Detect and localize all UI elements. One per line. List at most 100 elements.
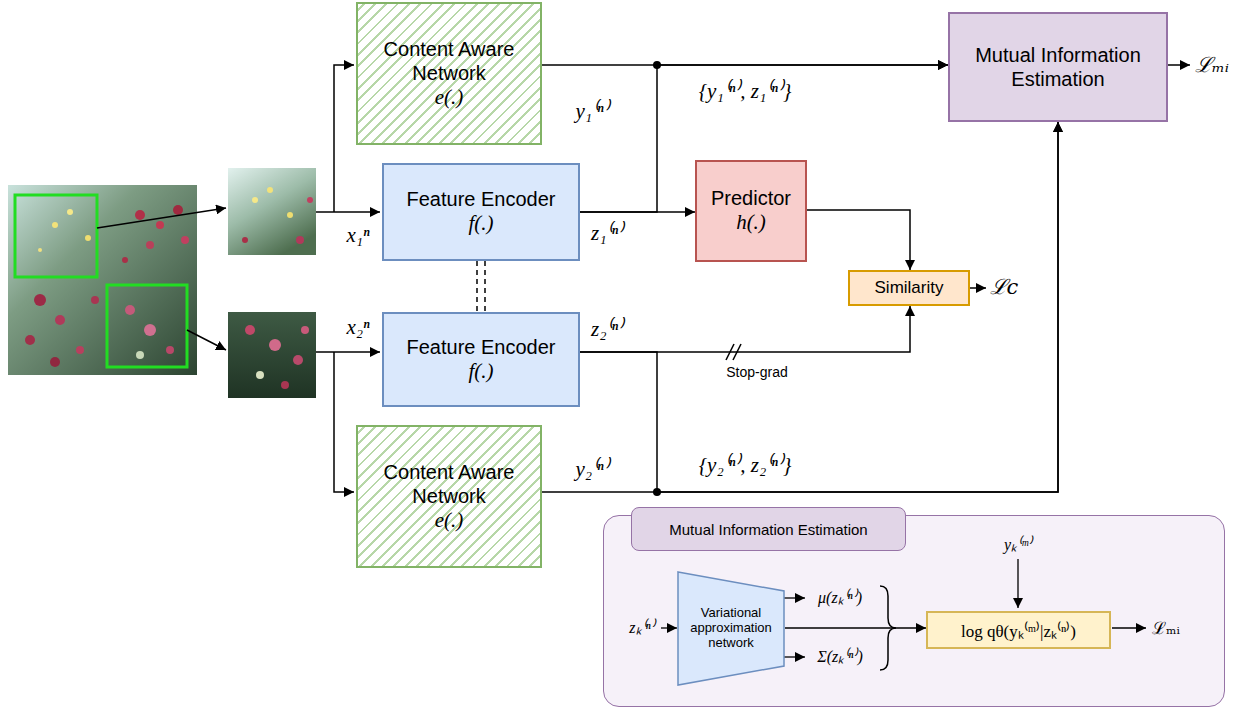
source-photo — [76, 346, 84, 354]
source-photo — [38, 248, 42, 252]
box-label: Content Aware Network — [374, 37, 524, 85]
flow-arrow — [580, 306, 910, 352]
edge-label: {y₁⁽ⁿ⁾, z₁⁽ⁿ⁾} — [696, 79, 795, 104]
input-arrow — [316, 351, 380, 353]
function-label: h(.) — [736, 210, 766, 235]
flow-arrow — [807, 210, 910, 270]
source-photo — [136, 351, 144, 359]
source-photo — [25, 205, 189, 367]
box-label: log qθ(yₖ⁽ᵐ⁾|zₖ⁽ⁿ⁾) — [961, 619, 1076, 642]
source-photo — [146, 241, 154, 249]
view-crop — [281, 381, 289, 389]
source-photo — [173, 205, 183, 215]
panel-arrow — [1017, 559, 1018, 608]
loss-symbol: ℒₘᵢ — [1195, 53, 1229, 78]
view-crop — [256, 371, 264, 379]
variable-label: yₖ⁽ᵐ⁾ — [1004, 535, 1032, 554]
variable-label: x₂ⁿ — [346, 315, 369, 340]
source-photo — [144, 324, 156, 336]
variable-label: x₁ⁿ — [346, 223, 369, 248]
source-photo — [125, 305, 135, 315]
flow-arrow — [580, 211, 695, 213]
view-crop — [242, 187, 313, 244]
source-photo — [67, 209, 73, 215]
input-arrow — [334, 352, 354, 492]
encoder-box: Feature Encoderf(.) — [382, 312, 580, 407]
source-photo — [107, 285, 187, 367]
similarity-box: Similarity — [848, 270, 970, 306]
view-crop — [296, 236, 304, 244]
view-crop — [245, 325, 255, 335]
crop-pointer — [97, 208, 226, 350]
variable-label: μ(zₖ⁽ⁿ⁾) — [818, 588, 862, 607]
box-label: Mutual Information Estimation — [631, 507, 906, 551]
network-box: Content Aware Networke(.) — [356, 2, 542, 145]
function-label: f(.) — [468, 211, 493, 236]
view-crop — [269, 339, 281, 351]
trapezoid-network: Variational approximation network — [677, 571, 785, 686]
source-photo — [50, 357, 60, 367]
input-arrow — [334, 65, 354, 212]
source-photo — [8, 185, 197, 375]
view-crop — [228, 168, 316, 255]
box-label: Content Aware Network — [374, 460, 524, 508]
flow-arrow — [580, 65, 948, 212]
detail-panel: Mutual Information EstimationVariational… — [603, 515, 1225, 707]
panel-arrow — [784, 656, 805, 657]
function-label: f(.) — [468, 359, 493, 384]
view-crop — [228, 312, 316, 398]
source-photo — [91, 296, 99, 304]
view-crop — [301, 326, 309, 334]
source-photo — [25, 335, 35, 345]
source-photo — [156, 221, 164, 229]
likelihood-box: log qθ(yₖ⁽ᵐ⁾|zₖ⁽ⁿ⁾) — [926, 611, 1111, 649]
panel-arrow — [661, 559, 1146, 657]
box-label: Feature Encoder — [407, 335, 556, 359]
trapezoid-outline — [678, 572, 784, 685]
variable-label: Σ(zₖ⁽ⁿ⁾) — [817, 647, 862, 666]
view-crop — [287, 212, 293, 218]
source-photo — [181, 236, 189, 244]
function-label: e(.) — [435, 85, 464, 110]
network-box: Content Aware Networke(.) — [356, 425, 542, 568]
source-photo — [52, 222, 58, 228]
variable-label: z₂⁽ⁿ⁾ — [591, 317, 623, 342]
view-crop — [252, 197, 258, 203]
source-photo — [34, 294, 46, 306]
box-label: Feature Encoder — [407, 187, 556, 211]
variable-label: zₖ⁽ⁿ⁾ — [629, 618, 654, 637]
box-label: Predictor — [711, 186, 791, 210]
panel-arrow — [661, 627, 677, 628]
edge-label: {y₂⁽ⁿ⁾, z₂⁽ⁿ⁾} — [696, 453, 795, 478]
loss-arrow — [970, 287, 986, 289]
loss-symbol: ℒₘᵢ — [1152, 618, 1180, 638]
source-photo — [8, 185, 197, 375]
flow-arrow — [785, 627, 926, 629]
loss-arrow — [1168, 64, 1190, 66]
shared-weights-link — [484, 261, 486, 312]
box-label: Variational approximation network — [683, 606, 779, 651]
variable-label: y₂⁽ⁿ⁾ — [575, 457, 608, 482]
input-arrow — [316, 211, 380, 213]
source-photo — [15, 195, 97, 277]
view-crop — [228, 312, 316, 398]
predictor-box: Predictorh(.) — [695, 160, 807, 262]
source-photo — [166, 346, 174, 354]
edge-label: Stop-grad — [723, 364, 790, 381]
variable-label: y₁⁽ⁿ⁾ — [575, 99, 608, 124]
panel-arrow — [1112, 627, 1146, 628]
function-label: e(.) — [435, 508, 464, 533]
view-crop — [293, 355, 303, 365]
source-photo — [122, 257, 128, 263]
flow-arrow — [580, 122, 1058, 492]
box-label: Mutual Information Estimation — [963, 43, 1153, 91]
source-photo — [135, 210, 145, 220]
crop-pointer — [97, 208, 226, 228]
estimator-box: Mutual Information Estimation — [948, 12, 1168, 122]
panel-arrow — [784, 597, 805, 598]
source-photo — [55, 315, 65, 325]
box-label: Similarity — [875, 278, 944, 298]
variable-label: z₁⁽ⁿ⁾ — [591, 221, 623, 246]
view-crop — [228, 168, 316, 255]
